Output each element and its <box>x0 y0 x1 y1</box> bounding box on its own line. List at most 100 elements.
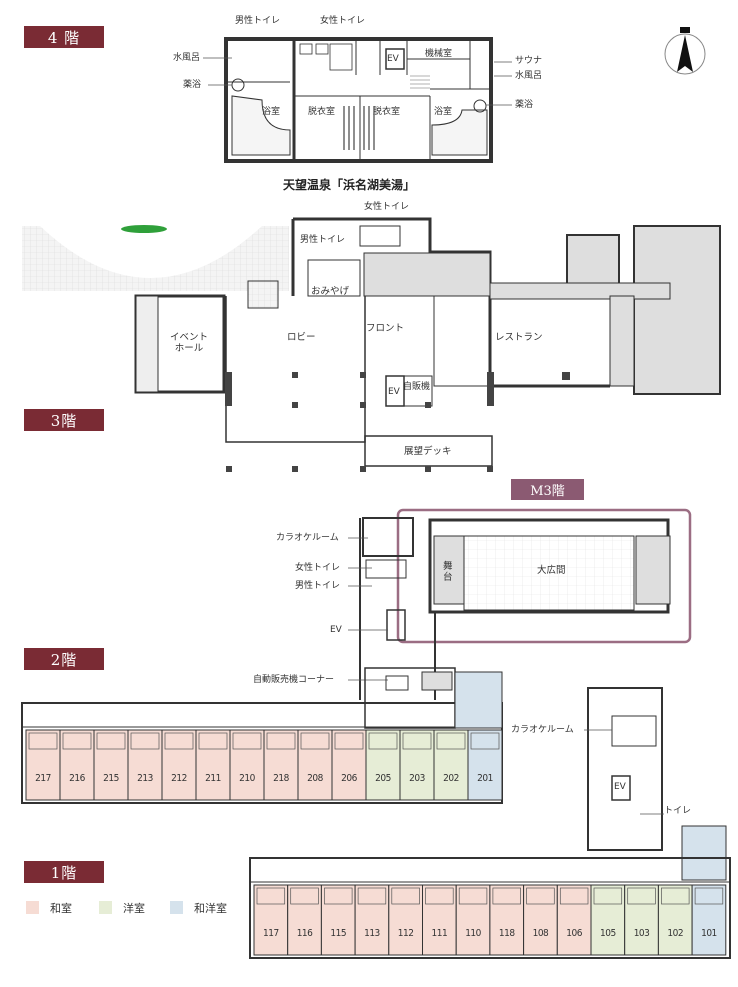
floor-4-plan <box>224 37 493 163</box>
f1-room-113-bath <box>357 887 387 905</box>
f2-room-number-216: 216 <box>69 773 85 784</box>
f2-room-218-bath <box>266 732 296 750</box>
f1-room-number-110: 110 <box>465 928 481 939</box>
f1-room-116 <box>287 884 322 956</box>
f2-room-216-bath <box>62 732 92 750</box>
f2-room-205 <box>365 729 401 801</box>
f4-bath-right-label: 浴室 <box>434 107 453 117</box>
f2-room-211-bath <box>198 732 228 750</box>
floor-1-badge: 1階 <box>24 861 104 883</box>
legend-label-yoshitsu: 洋室 <box>123 902 145 915</box>
green-lawn-icon <box>121 225 167 233</box>
f1-room-117 <box>253 884 289 956</box>
m3-ev-label: EV <box>330 625 342 635</box>
m3-karaoke-label: カラオケルーム <box>276 533 339 543</box>
f2-room-number-215: 215 <box>103 773 119 784</box>
f1-room-103 <box>624 884 659 956</box>
f1-room-number-103: 103 <box>633 928 650 939</box>
m3-great-hall-label: 大広間 <box>537 565 566 576</box>
f2-room-206-bath <box>334 732 364 750</box>
f1-room-105-bath <box>593 887 623 905</box>
f4-ev-label: EV <box>387 54 399 64</box>
floor-1-plan <box>249 687 731 959</box>
f1-karaoke-label: カラオケルーム <box>511 725 574 735</box>
f4-water-bath-right-label: 水風呂 <box>515 71 543 81</box>
f1-room-110-bath <box>458 887 488 905</box>
legend-swatch-yoshitsu <box>99 901 112 914</box>
f1-room-108-bath <box>526 887 555 905</box>
f3-men-toilet-label: 男性トイレ <box>300 235 346 245</box>
f1-room-number-112: 112 <box>397 928 414 939</box>
north-arrow-icon <box>664 27 706 75</box>
f1-room-103-bath <box>627 887 656 905</box>
f1-room-115-bath <box>324 887 353 905</box>
legend-swatch-wayoshitsu <box>170 901 183 914</box>
f1-room-number-105: 105 <box>600 928 616 939</box>
f2-room-number-218: 218 <box>273 773 289 784</box>
f2-room-number-212: 212 <box>171 773 187 784</box>
f1-room-number-111: 111 <box>431 928 448 939</box>
f1-ev-label: EV <box>614 782 626 792</box>
f2-room-217-bath <box>28 732 58 750</box>
f4-herbal-bath-right-label: 薬浴 <box>515 100 534 110</box>
f4-men-toilet-label: 男性トイレ <box>235 16 281 26</box>
f1-room-113 <box>354 884 390 956</box>
f2-room-202-bath <box>436 732 466 750</box>
f1-room-111-bath <box>425 887 454 905</box>
f2-room-205-bath <box>368 732 398 750</box>
legend-swatch-washitsu <box>26 901 39 914</box>
f3-lobby-label: ロビー <box>287 332 316 343</box>
f2-room-number-208: 208 <box>307 773 323 784</box>
f3-women-toilet-label: 女性トイレ <box>364 202 410 212</box>
f1-room-102 <box>657 884 693 956</box>
f1-room-115 <box>320 884 356 956</box>
f2-room-216 <box>59 729 95 801</box>
f1-room-number-113: 113 <box>364 928 380 939</box>
f1-room-108 <box>523 884 558 956</box>
legend-label-washitsu: 和室 <box>50 902 72 915</box>
f2-room-number-211: 211 <box>205 773 221 784</box>
f4-bath-left-label: 浴室 <box>262 107 281 117</box>
f1-room-101-bath <box>694 887 724 905</box>
f1-room-number-117: 117 <box>263 928 279 939</box>
f2-room-203-bath <box>402 732 432 750</box>
floor-2-rooms <box>25 729 503 801</box>
bath-title: 天望温泉「浜名湖美湯」 <box>283 178 416 192</box>
f4-changing-left-label: 脱衣室 <box>308 107 336 117</box>
f1-room-105 <box>590 884 626 956</box>
f1-room-number-106: 106 <box>566 928 582 939</box>
f2-room-208-bath <box>300 732 330 750</box>
f2-room-210 <box>229 729 265 801</box>
f1-toilet-label: トイレ <box>664 806 692 816</box>
m3-men-toilet-label: 男性トイレ <box>295 581 341 591</box>
f1-room-106-bath <box>559 887 589 905</box>
f3-front-label: フロント <box>366 323 405 334</box>
floor-m3-badge: M3階 <box>511 479 584 500</box>
f3-souvenir-label: おみやげ <box>311 286 350 297</box>
f1-room-number-102: 102 <box>667 928 684 939</box>
f1-room-number-115: 115 <box>330 928 347 939</box>
f2-room-215-bath <box>96 732 126 750</box>
legend-label-wayoshitsu: 和洋室 <box>194 902 227 915</box>
f2-room-number-203: 203 <box>409 773 425 784</box>
f4-water-bath-left-label: 水風呂 <box>173 53 201 63</box>
f2-room-201-bath <box>470 732 500 750</box>
f2-room-number-210: 210 <box>239 773 255 784</box>
floor-3-badge: 3階 <box>24 409 104 431</box>
f3-event-hall-label: イベント ホール <box>170 332 209 354</box>
f2-room-211 <box>195 729 231 801</box>
f2-room-217 <box>25 729 61 801</box>
f2-room-number-205: 205 <box>375 773 391 784</box>
f2-room-203 <box>399 729 435 801</box>
f2-vending-corner-label: 自動販売機コーナー <box>253 675 335 685</box>
f2-room-206 <box>331 729 367 801</box>
m3-stage-label: 舞 台 <box>443 561 453 583</box>
f1-room-116-bath <box>290 887 319 905</box>
f3-ev-label: EV <box>388 387 400 397</box>
f1-room-112 <box>388 884 423 956</box>
f1-room-117-bath <box>256 887 286 905</box>
f4-changing-right-label: 脱衣室 <box>373 107 401 117</box>
f4-machine-room-label: 機械室 <box>425 49 453 59</box>
f2-room-number-201: 201 <box>477 773 493 784</box>
f2-room-number-202: 202 <box>443 773 459 784</box>
